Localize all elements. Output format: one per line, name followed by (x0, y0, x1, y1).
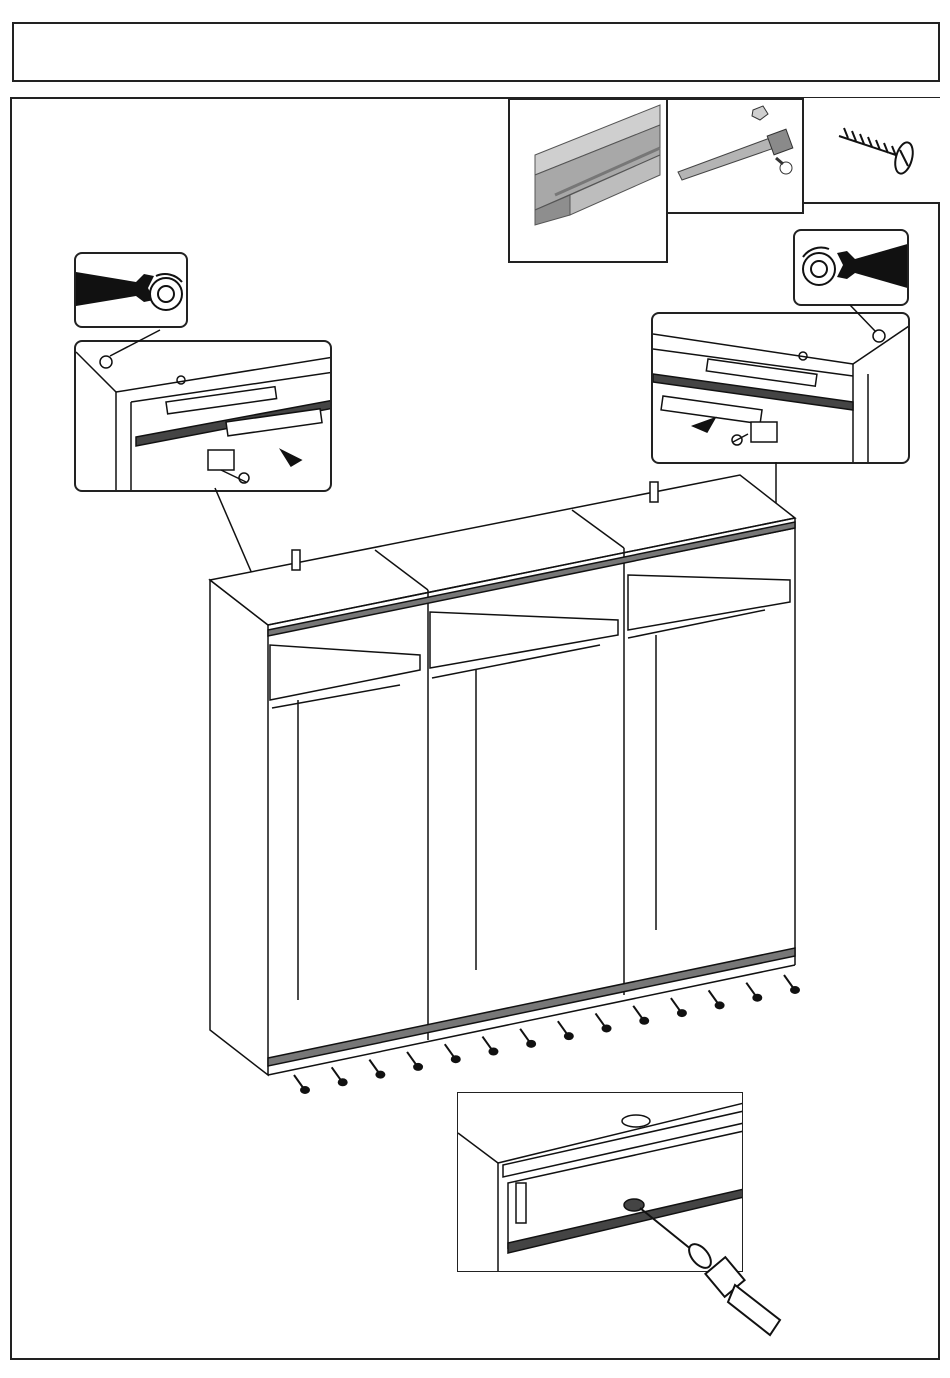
screw-head (565, 1033, 573, 1039)
screw-head (678, 1010, 686, 1016)
bottom-screws (294, 975, 799, 1093)
screw-head (489, 1049, 497, 1055)
screw-head (301, 1087, 309, 1093)
screw-head (339, 1079, 347, 1085)
screw-head (753, 995, 761, 1001)
screw-head (640, 1018, 648, 1024)
screw-head (791, 987, 799, 993)
screw-head (376, 1072, 384, 1078)
screw-head (452, 1056, 460, 1062)
screw-head (716, 1002, 724, 1008)
screw-head (603, 1025, 611, 1031)
screwdriver-icon (620, 1190, 800, 1340)
screw-head (414, 1064, 422, 1070)
screw-head (527, 1041, 535, 1047)
